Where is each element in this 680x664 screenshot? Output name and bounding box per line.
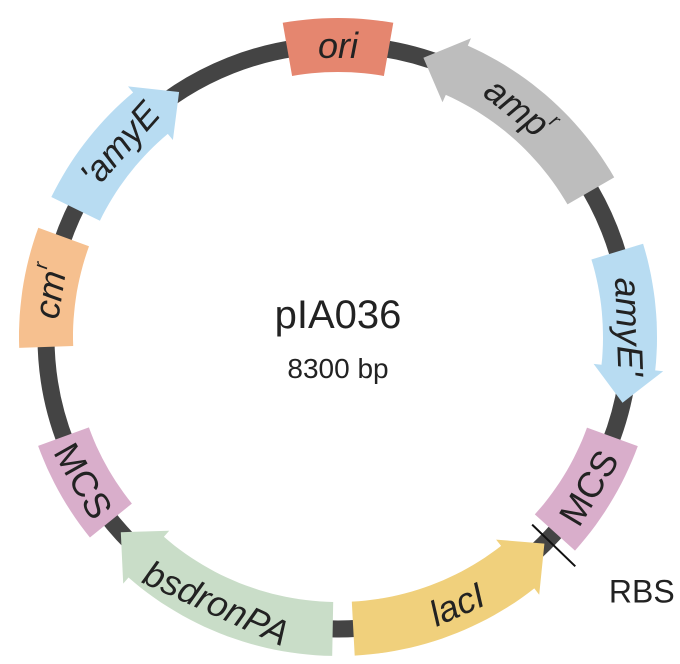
sites-layer: RBS (531, 523, 675, 610)
feature-ori[interactable]: ori (282, 18, 394, 76)
feature-shape (51, 86, 180, 221)
feature-lacI[interactable]: lacI (351, 539, 545, 656)
feature-cmr[interactable]: cmr (19, 227, 89, 348)
feature-shape (120, 530, 334, 656)
feature-label: cmr (23, 259, 75, 321)
feature-label: amyE' (608, 277, 652, 378)
feature-shape (534, 427, 638, 551)
feature-shape (423, 38, 615, 205)
site-label-rbs: RBS (609, 574, 675, 610)
plasmid-size: 8300 bp (287, 353, 388, 384)
feature-shape (38, 427, 132, 538)
feature-shape (19, 227, 89, 348)
site-marker-rbs (531, 523, 576, 568)
plasmid-name: pIA036 (275, 293, 402, 337)
feature-amyE-3prime[interactable]: amyE' (591, 243, 664, 403)
feature-amyE-5prime[interactable]: 'amyE (51, 86, 180, 221)
feature-label: ori (318, 25, 359, 66)
feature-shape (282, 18, 394, 76)
feature-bsdronPA[interactable]: bsdronPA (120, 530, 334, 656)
feature-shape (351, 539, 545, 656)
feature-shape (591, 243, 664, 403)
feature-ampr[interactable]: ampr (423, 38, 615, 205)
